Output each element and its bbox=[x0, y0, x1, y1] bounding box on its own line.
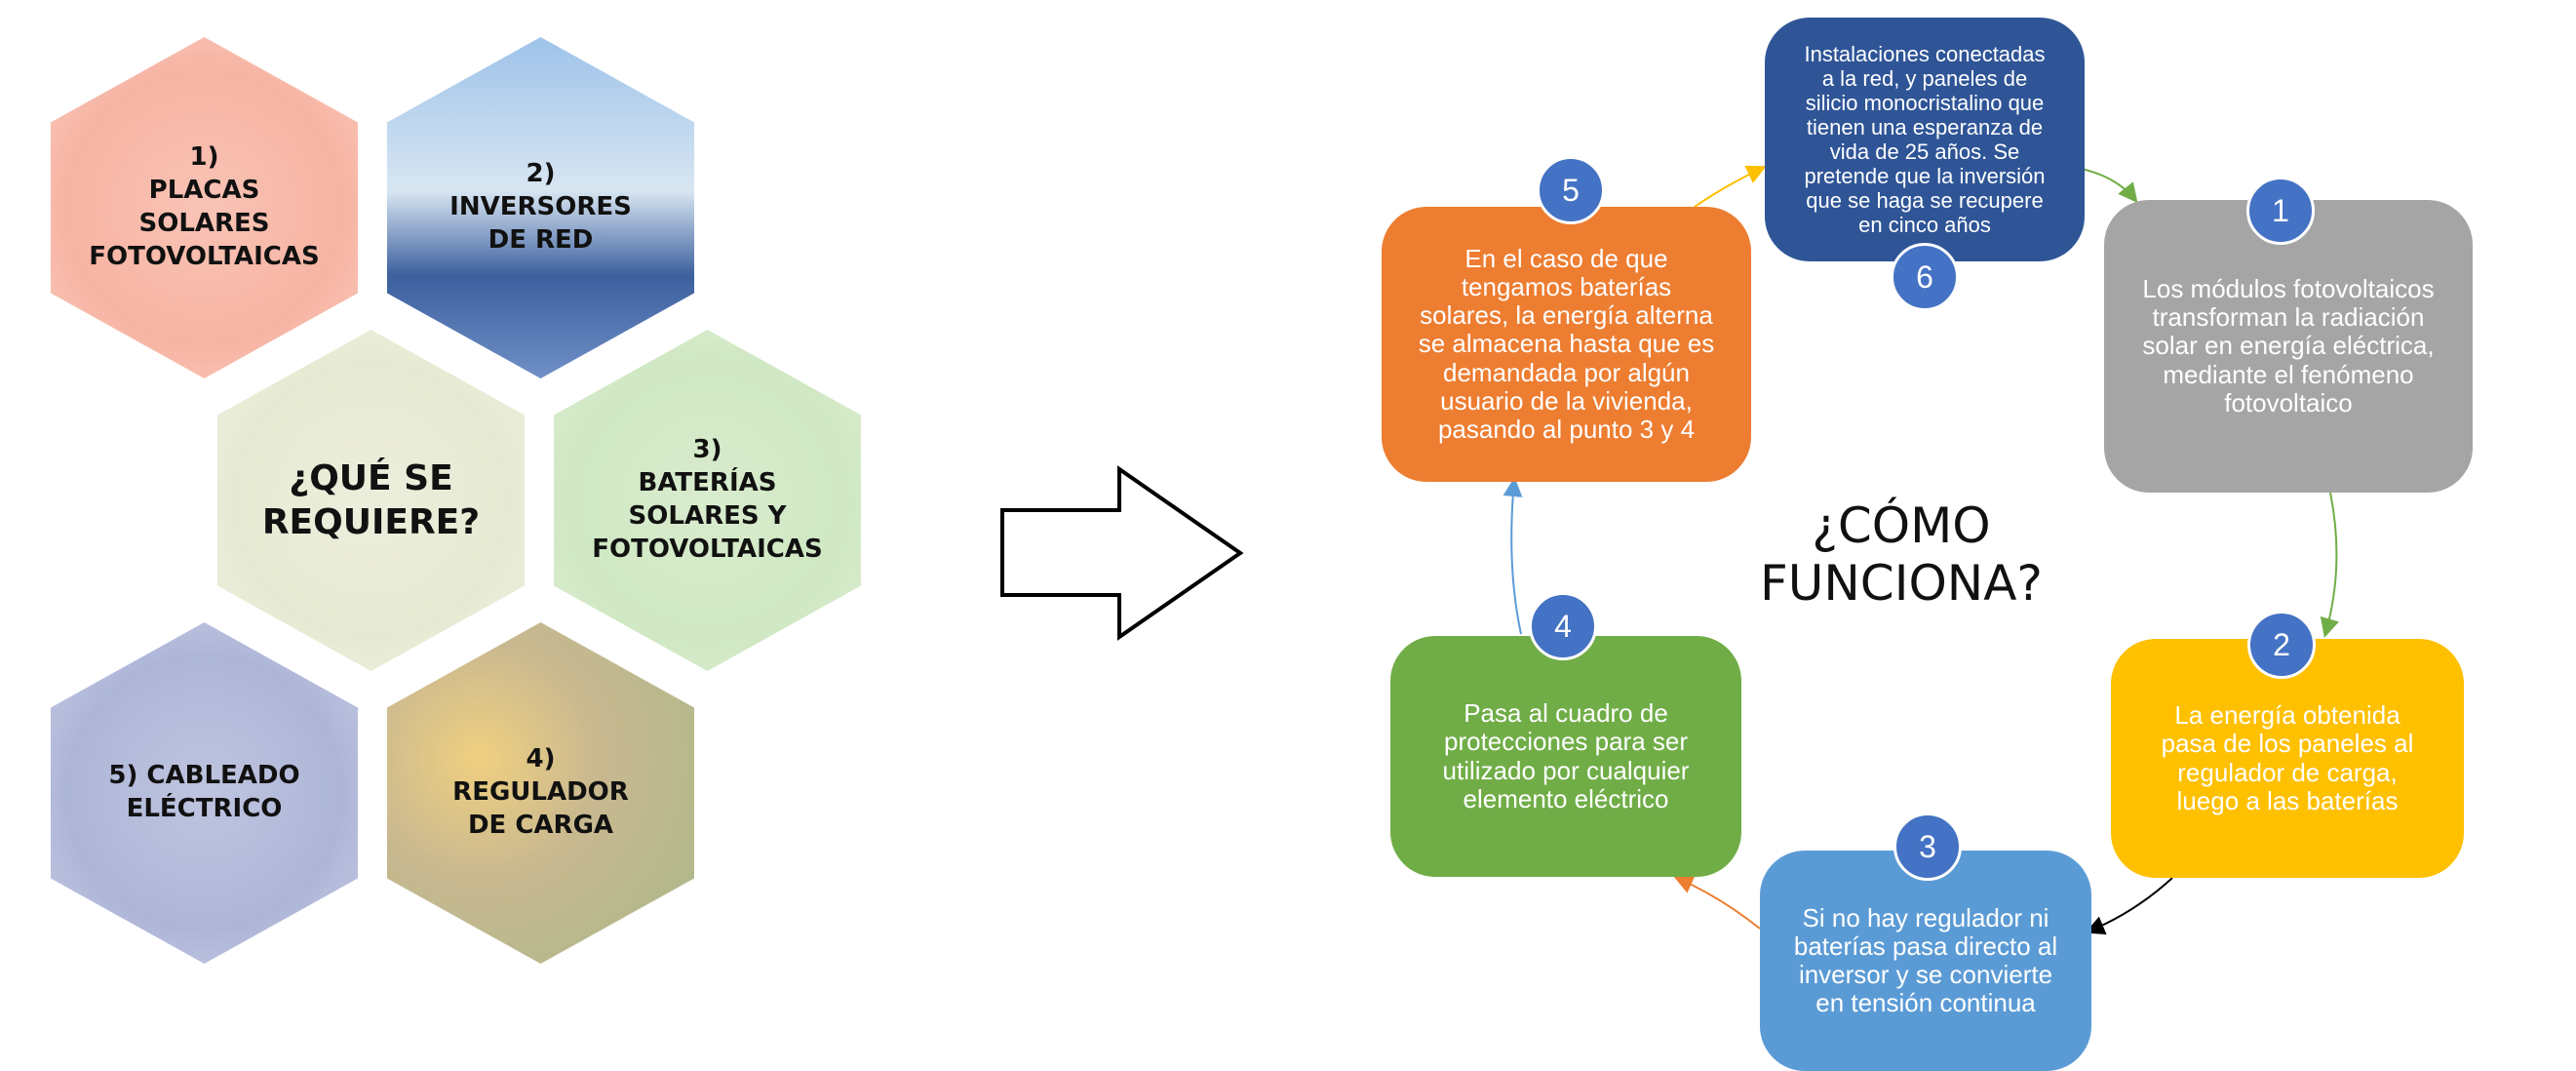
hex-label-line: 3) bbox=[692, 435, 722, 465]
hex-label-line: 4) bbox=[526, 744, 556, 774]
hex-label-line: 1) bbox=[189, 142, 219, 173]
hex-label-line: INVERSORES bbox=[449, 192, 632, 222]
hex-label-line: DE RED bbox=[488, 224, 594, 255]
step3-number-badge: 3 bbox=[1893, 813, 1962, 881]
arrow-step4-to-step5 bbox=[1503, 477, 1523, 635]
hex-label-line: REGULADOR bbox=[452, 777, 629, 808]
title-line: FUNCIONA? bbox=[1760, 555, 2043, 612]
hex-label-line: DE CARGA bbox=[467, 810, 614, 840]
step1-number-badge: 1 bbox=[2246, 177, 2315, 245]
hex-label-line: 2) bbox=[526, 159, 556, 189]
hex-label-line: SOLARES Y bbox=[628, 501, 787, 531]
hex-label-line: SOLARES bbox=[138, 209, 270, 238]
step5-number-badge: 5 bbox=[1537, 156, 1605, 224]
arrow-step3-to-step4 bbox=[1673, 875, 1761, 930]
arrow-step5-to-step6 bbox=[1694, 165, 1767, 208]
hex-label-line: 5) CABLEADO bbox=[108, 761, 300, 791]
arrow-step2-to-step3 bbox=[2085, 877, 2173, 935]
hex-label-line: FOTOVOLTAICAS bbox=[89, 241, 320, 271]
step2-number-badge: 2 bbox=[2247, 611, 2316, 679]
hex-label-line: PLACAS bbox=[148, 176, 260, 206]
step4-number-badge: 4 bbox=[1529, 592, 1597, 660]
hex-label-line: ¿QUÉ SE bbox=[289, 458, 453, 498]
hex-label-line: REQUIERE? bbox=[261, 502, 481, 542]
big-right-arrow-icon bbox=[1000, 465, 1244, 641]
step6-number-badge: 6 bbox=[1891, 243, 1959, 311]
como-funciona-title: ¿CÓMO FUNCIONA? bbox=[1697, 497, 2106, 613]
hexagon-placas-solares: 1) PLACAS SOLARES FOTOVOLTAICAS bbox=[51, 37, 358, 378]
title-line: ¿CÓMO bbox=[1812, 497, 1991, 554]
hex-label-line: FOTOVOLTAICAS bbox=[592, 534, 823, 564]
hex-label-line: BATERÍAS bbox=[638, 468, 777, 498]
arrow-step6-to-step1 bbox=[2076, 167, 2138, 204]
hex-label-line: ELÉCTRICO bbox=[126, 794, 283, 823]
arrow-step1-to-step2 bbox=[2320, 492, 2340, 638]
hexagon-inversores-de-red: 2) INVERSORES DE RED bbox=[387, 37, 694, 378]
